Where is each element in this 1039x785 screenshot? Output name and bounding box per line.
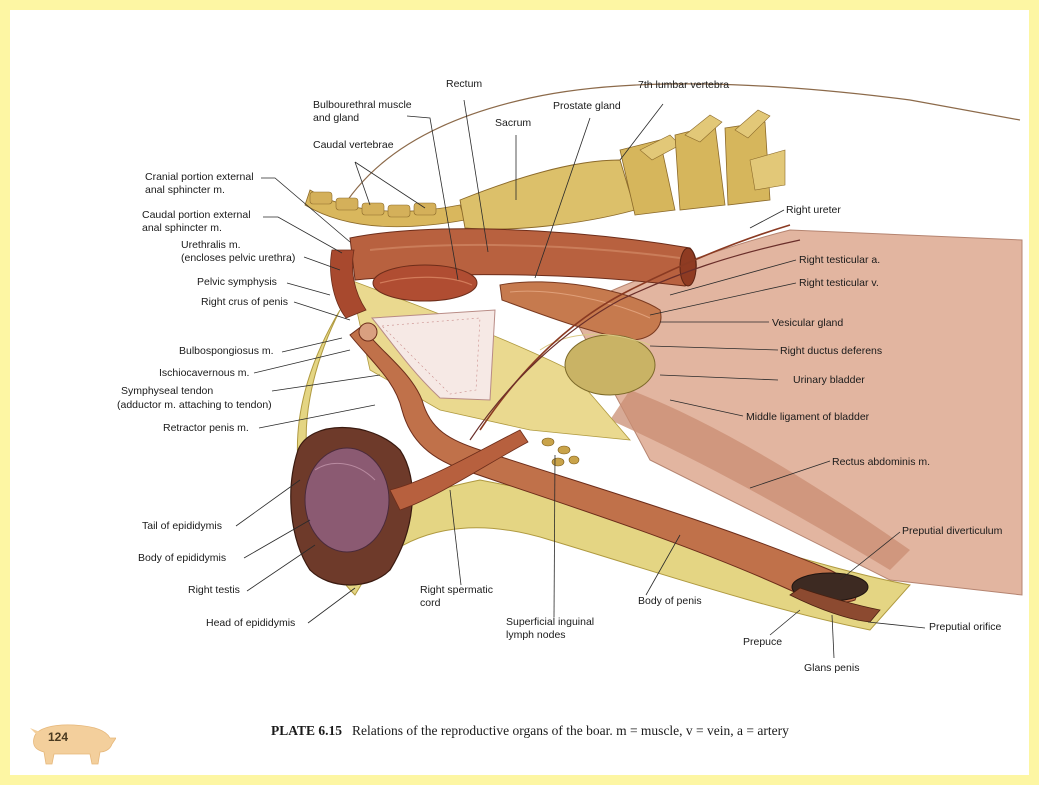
label-bulbourethral-1: Bulbourethral muscle (313, 99, 412, 111)
label-right-crus-of-penis: Right crus of penis (201, 296, 288, 308)
label-superficial-inguinal-2: lymph nodes (506, 629, 566, 641)
anatomical-illustration: Rectum 7th lumbar vertebra Bulbourethral… (117, 78, 1023, 674)
vesicular-gland-organ (499, 281, 662, 341)
symphyseal-tendon-surface (370, 309, 496, 401)
label-prostate-gland: Prostate gland (553, 100, 621, 112)
lymph-nodes (541, 437, 580, 467)
label-superficial-inguinal-1: Superficial inguinal (506, 616, 594, 628)
body-outline (337, 83, 1021, 216)
label-glans-penis: Glans penis (804, 662, 859, 674)
label-symphyseal-tendon-2: (adductor m. attaching to tendon) (117, 399, 272, 411)
label-rectus-abdominis: Rectus abdominis m. (832, 456, 930, 468)
sacrum-bone (459, 159, 636, 230)
label-preputial-diverticulum: Preputial diverticulum (902, 525, 1003, 537)
label-sacrum: Sacrum (495, 117, 531, 129)
label-body-of-penis: Body of penis (638, 595, 702, 607)
label-cranial-ext-sphincter-2: anal sphincter m. (145, 184, 225, 196)
urinary-bladder-organ (564, 334, 656, 396)
label-body-of-epididymis: Body of epididymis (138, 552, 226, 564)
label-retractor-penis: Retractor penis m. (163, 422, 249, 434)
plate-id: PLATE 6.15 (271, 723, 343, 738)
label-urinary-bladder: Urinary bladder (793, 374, 865, 386)
plate-caption: PLATE 6.15 Relations of the reproductive … (271, 723, 789, 739)
pig-silhouette-icon (30, 724, 116, 765)
label-rectum: Rectum (446, 78, 482, 90)
label-caudal-ext-sphincter-1: Caudal portion external (142, 209, 251, 221)
spermatic-cord-organ (389, 429, 529, 511)
glans-penis-organ (789, 587, 881, 623)
page-number: 124 (48, 730, 69, 744)
label-right-spermatic-cord-2: cord (420, 597, 441, 609)
label-symphyseal-tendon-1: Symphyseal tendon (121, 385, 213, 397)
label-urethralis-1: Urethralis m. (181, 239, 241, 251)
label-7th-lumbar-vertebra: 7th lumbar vertebra (638, 79, 729, 91)
label-bulbourethral-2: and gland (313, 112, 359, 124)
label-bulbospongiosus: Bulbospongiosus m. (179, 345, 274, 357)
vertebral-column (304, 109, 786, 230)
label-vesicular-gland: Vesicular gland (772, 317, 843, 329)
penis-body (349, 325, 857, 603)
bulbourethral-gland (372, 264, 478, 302)
plate-page: Rectum 7th lumbar vertebra Bulbourethral… (10, 10, 1029, 775)
label-caudal-vertebrae: Caudal vertebrae (313, 139, 394, 151)
caption-text: Relations of the reproductive organs of … (352, 723, 789, 738)
label-right-ureter: Right ureter (786, 204, 841, 216)
label-prepuce: Prepuce (743, 636, 782, 648)
label-pelvic-symphysis: Pelvic symphysis (197, 276, 277, 288)
label-right-spermatic-cord-1: Right spermatic (420, 584, 493, 596)
anal-sphincter (330, 249, 367, 319)
label-tail-of-epididymis: Tail of epididymis (142, 520, 222, 532)
label-urethralis-2: (encloses pelvic urethra) (181, 252, 295, 264)
label-cranial-ext-sphincter-1: Cranial portion external (145, 171, 254, 183)
label-preputial-orifice: Preputial orifice (929, 621, 1002, 633)
label-right-testis: Right testis (188, 584, 240, 596)
label-right-testicular-v: Right testicular v. (799, 277, 879, 289)
label-caudal-ext-sphincter-2: anal sphincter m. (142, 222, 222, 234)
label-right-ductus-deferens: Right ductus deferens (780, 345, 882, 357)
label-head-of-epididymis: Head of epididymis (206, 617, 295, 629)
leader-lines (235, 99, 926, 659)
label-middle-ligament-of-bladder: Middle ligament of bladder (746, 411, 870, 423)
right-testis-organ (304, 447, 390, 553)
label-right-testicular-a: Right testicular a. (799, 254, 880, 266)
label-ischiocavernous: Ischiocavernous m. (159, 367, 249, 379)
rectus-abdominis-muscle (610, 390, 910, 570)
